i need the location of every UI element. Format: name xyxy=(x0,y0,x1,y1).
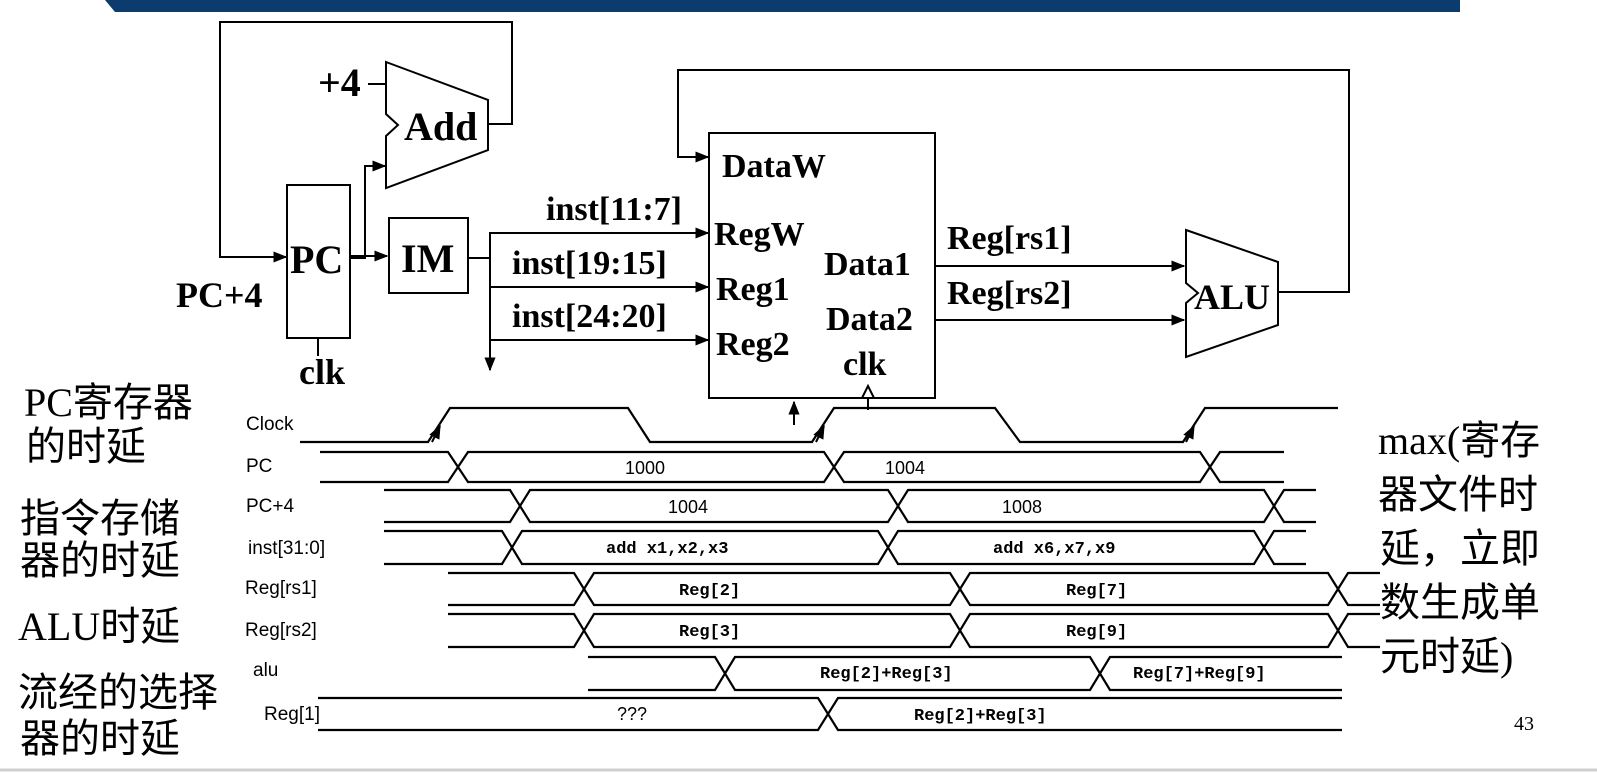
clock-edge-arrow-3 xyxy=(1183,424,1195,443)
clock-edge-arrow-2 xyxy=(813,424,825,443)
pc-plus4-bus xyxy=(384,488,1316,524)
regfile-clk-triangle xyxy=(861,383,875,399)
regfile-delay-line2: 器文件时 xyxy=(1378,472,1538,517)
alu-value-2: Reg[7]+Reg[9] xyxy=(1133,665,1266,684)
reg1-value-2: Reg[2]+Reg[3] xyxy=(914,707,1047,726)
inst-24-20-label: inst[24:20] xyxy=(512,298,667,335)
delay-annotations: PC寄存器 的时延 指令存储 器的时延 ALU时延 流经的选择 器的时延 max… xyxy=(18,380,1540,761)
alu-delay-line: ALU时延 xyxy=(18,604,180,649)
timing-diagram: Clock PC PC+4 inst[31:0] Reg[rs1] Reg[rs… xyxy=(245,400,1380,732)
pc-bus xyxy=(320,450,1284,484)
alu-bus xyxy=(588,655,1342,692)
inst-value-2: add x6,x7,x9 xyxy=(993,540,1115,559)
regfile-delay-line4: 数生成单 xyxy=(1380,580,1540,625)
header-bar xyxy=(105,0,1460,12)
regfile-delay-line5: 元时延) xyxy=(1380,634,1513,679)
instruction-memory xyxy=(388,217,469,294)
im-label: IM xyxy=(401,236,454,281)
im-delay-line2: 器的时延 xyxy=(20,538,180,583)
alu-value-1: Reg[2]+Reg[3] xyxy=(820,665,953,684)
reg-rs1-bus xyxy=(448,571,1380,607)
signal-name-pc-plus4: PC+4 xyxy=(246,496,294,517)
signal-name-reg-rs1: Reg[rs1] xyxy=(245,578,317,599)
pc-value-2: 1004 xyxy=(885,458,925,478)
data1-label: Data1 xyxy=(824,246,911,283)
regw-label: RegW xyxy=(714,216,805,253)
alu-writeback-wire xyxy=(677,69,1350,293)
add-unit xyxy=(385,60,489,190)
reg-rs1-label: Reg[rs1] xyxy=(947,220,1072,257)
im-delay-line1: 指令存储 xyxy=(20,496,180,541)
reg1-label: Reg1 xyxy=(716,271,790,308)
dataw-label: DataW xyxy=(722,148,826,185)
pc-register xyxy=(286,184,351,339)
inst-19-15-label: inst[19:15] xyxy=(512,245,667,282)
mux-delay-line1: 流经的选择 xyxy=(18,670,218,715)
reg-rs2-value-1: Reg[3] xyxy=(679,623,740,642)
reg-rs1-value-1: Reg[2] xyxy=(679,582,740,601)
register-file xyxy=(708,132,936,399)
reg-rs2-value-2: Reg[9] xyxy=(1066,623,1127,642)
pc-plus4-label: PC+4 xyxy=(176,275,263,315)
pc-plus4-feedback-wire xyxy=(219,21,513,263)
signal-name-alu: alu xyxy=(253,660,278,681)
page-number: 43 xyxy=(1514,713,1534,735)
pc-clk-label: clk xyxy=(299,352,345,392)
pc-delay-line1: PC寄存器 xyxy=(24,380,193,425)
pc-to-add-wire xyxy=(350,160,387,259)
signal-name-pc: PC xyxy=(246,456,272,477)
pc-delay-line2: 的时延 xyxy=(26,424,146,469)
signal-name-reg-rs2: Reg[rs2] xyxy=(245,620,317,641)
alu-label: ALU xyxy=(1194,277,1270,317)
inst-bus xyxy=(384,529,1306,566)
alu-unit xyxy=(1185,228,1279,359)
signal-name-clock: Clock xyxy=(246,414,294,435)
pc-plus4-value-1: 1004 xyxy=(668,497,708,517)
signal-name-inst: inst[31:0] xyxy=(248,538,325,559)
regfile-delay-line3: 延，立即 xyxy=(1380,526,1540,571)
inst-value-1: add x1,x2,x3 xyxy=(606,540,728,559)
reg2-label: Reg2 xyxy=(716,326,790,363)
reg-rs1-value-2: Reg[7] xyxy=(1066,582,1127,601)
pc-value-1: 1000 xyxy=(625,458,665,478)
regfile-delay-line1: max(寄存 xyxy=(1378,418,1540,463)
add-label: Add xyxy=(404,104,477,149)
reg1-value-1: ??? xyxy=(617,704,647,724)
pc-plus4-value-2: 1008 xyxy=(1002,497,1042,517)
regfile-clk-label: clk xyxy=(843,346,887,383)
reg-rs2-label: Reg[rs2] xyxy=(947,275,1072,312)
reg1-bus xyxy=(318,696,1342,732)
datapath: +4 Add PC IM PC+4 clk inst[11:7] inst[19… xyxy=(176,21,1350,410)
inst-11-7-label: inst[11:7] xyxy=(546,191,682,228)
signal-name-reg1: Reg[1] xyxy=(264,704,320,725)
mux-delay-line2: 器的时延 xyxy=(20,716,180,761)
reg-rs2-bus xyxy=(448,612,1380,649)
plus4-label: +4 xyxy=(318,60,361,105)
pc-label: PC xyxy=(290,237,343,282)
data2-label: Data2 xyxy=(826,301,913,338)
clock-edge-arrow-1 xyxy=(429,424,441,443)
